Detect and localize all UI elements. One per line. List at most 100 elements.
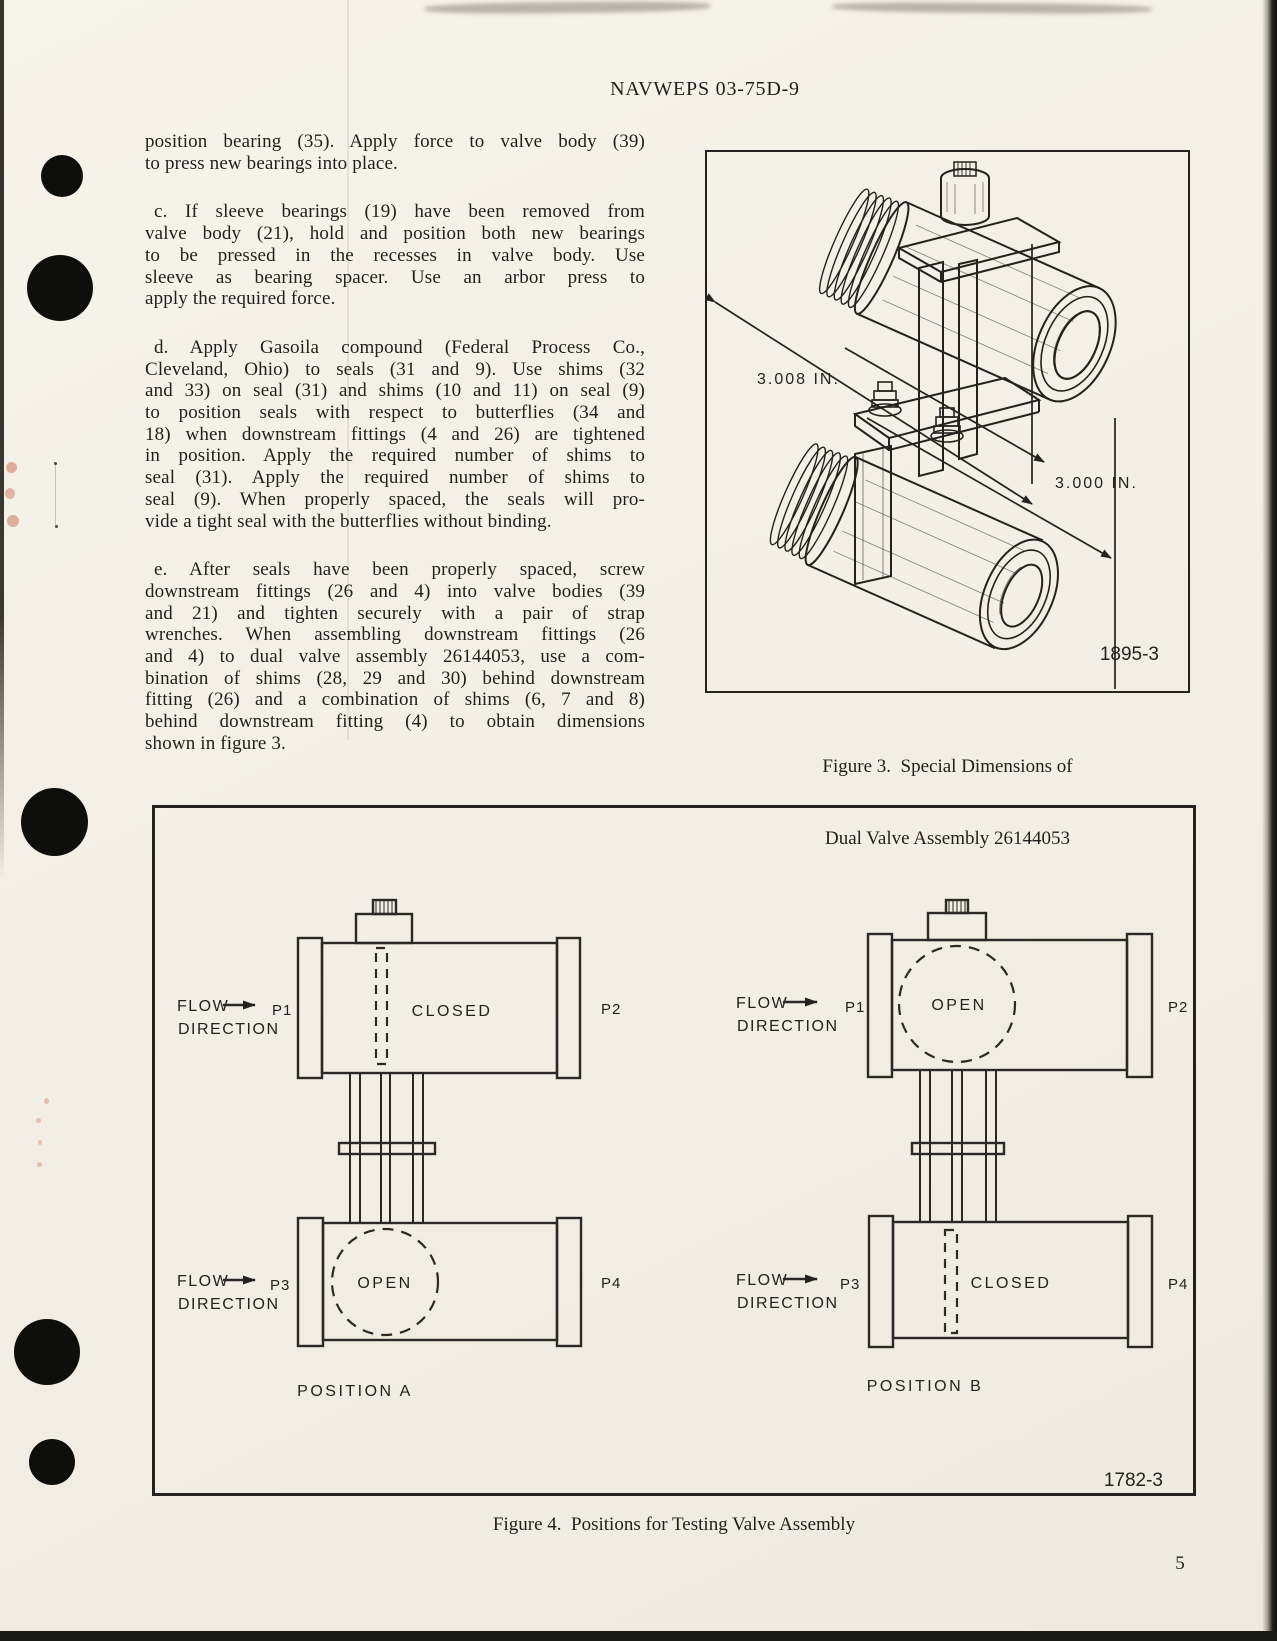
- flow-label: FLOW: [177, 998, 229, 1015]
- body-line: bination of shims (28, 29 and 30) behind…: [145, 667, 645, 689]
- port-label: P2: [601, 1001, 621, 1018]
- punch-mark: [41, 155, 83, 197]
- scan-edge-bottom: [0, 1631, 1277, 1641]
- flange: [555, 936, 582, 1080]
- figure3-caption-line2: Dual Valve Assembly 26144053: [824, 828, 1071, 849]
- body-line: Cleveland, Ohio) to seals (31 and 9). Us…: [145, 358, 645, 380]
- figure4-frame: CLOSED FLOW DIRECTION P1 P2 OPEN FLOW DI…: [152, 805, 1196, 1496]
- dimension-label-top: 3.008 IN.: [757, 371, 840, 388]
- body-line: e. After seals have been properly spaced…: [154, 559, 645, 581]
- port-label: P4: [601, 1275, 621, 1292]
- stain: [44, 1098, 49, 1104]
- position-b-diagram: OPEN FLOW DIRECTION P1 P2 CLOSED FLOW DI…: [736, 898, 1188, 1395]
- port-label: P4: [1168, 1276, 1188, 1293]
- actuator-stem: [940, 161, 990, 226]
- body-line: and 21) and tighten securely with a pair…: [145, 602, 645, 624]
- scan-smudge: [424, 0, 711, 15]
- port-label: P1: [272, 1002, 292, 1019]
- body-paragraph: position bearing (35). Apply force to va…: [145, 131, 645, 174]
- flange: [866, 932, 894, 1079]
- body-line: shown in figure 3.: [145, 732, 286, 754]
- body-line: vide a tight seal with the butterflies w…: [145, 510, 552, 532]
- page-number: 5: [1175, 1553, 1185, 1574]
- top-valve-body: [818, 188, 1117, 403]
- position-b-label: POSITION B: [867, 1378, 984, 1395]
- port-label: P3: [840, 1276, 860, 1293]
- body-line: seal (9). When properly spaced, the seal…: [145, 488, 645, 510]
- flange: [1125, 932, 1154, 1079]
- figure3-caption-line1: Figure 3. Special Dimensions of: [822, 756, 1073, 777]
- page-header: NAVWEPS 03-75D-9: [610, 78, 800, 100]
- body-line: 18) when downstream fittings (4 and 26) …: [145, 423, 645, 445]
- paper-crease: [347, 0, 349, 740]
- body-line: and 33) on seal (31) and shims (10 and 1…: [145, 380, 645, 402]
- body-paragraph: e. After seals have been properly spaced…: [145, 559, 645, 754]
- figure4-plate-number: 1782-3: [1104, 1470, 1163, 1491]
- scan-edge-left: [0, 0, 4, 880]
- butterfly-closed: [374, 946, 389, 1066]
- body-line: in position. Apply the required number o…: [145, 445, 645, 467]
- figure3-frame: 3.008 IN. 3.000 IN. 1895-3: [705, 150, 1190, 693]
- scan-edge-right: [1262, 0, 1277, 1641]
- valve-state-label: CLOSED: [971, 1275, 1052, 1292]
- dual-valve-assembly-drawing: 3.008 IN. 3.000 IN. 1895-3: [707, 161, 1159, 689]
- butterfly-open: [897, 944, 1017, 1064]
- flange: [867, 1214, 895, 1349]
- figure4-diagram: CLOSED FLOW DIRECTION P1 P2 OPEN FLOW DI…: [177, 898, 1188, 1491]
- flow-label: FLOW: [736, 1272, 788, 1289]
- stain: [55, 465, 56, 525]
- body-line: sleeve as bearing spacer. Use an arbor p…: [145, 266, 645, 288]
- direction-label: DIRECTION: [737, 1295, 839, 1312]
- body-paragraph: c. If sleeve bearings (19) have been rem…: [145, 201, 645, 310]
- connecting-struts: [919, 1070, 997, 1222]
- dimension-label-bottom: 3.000 IN.: [1055, 475, 1138, 492]
- crossbar: [910, 1141, 1006, 1156]
- valve-state-label: OPEN: [357, 1275, 412, 1292]
- valve-cap: [926, 911, 988, 942]
- body-line: to be pressed in the recesses in valve b…: [145, 244, 645, 266]
- bottom-valve-body: [769, 443, 1059, 651]
- flow-label: FLOW: [736, 995, 788, 1012]
- figure3-plate-number: 1895-3: [1100, 644, 1159, 665]
- stain: [36, 1118, 41, 1123]
- figure3-illustration: 3.008 IN. 3.000 IN. 1895-3: [707, 161, 1159, 689]
- body-line: d. Apply Gasoila compound (Federal Proce…: [154, 336, 645, 358]
- body-line: wrenches. When assembling downstream fit…: [145, 624, 645, 646]
- punch-mark: [14, 1319, 80, 1385]
- direction-label: DIRECTION: [178, 1296, 280, 1313]
- body-paragraph: d. Apply Gasoila compound (Federal Proce…: [145, 337, 645, 532]
- flange: [1126, 1214, 1154, 1349]
- valve-state-label: CLOSED: [412, 1003, 493, 1020]
- body-line: to position seals with respect to butter…: [145, 402, 645, 424]
- body-line: apply the required force.: [145, 288, 336, 310]
- flange: [296, 1216, 325, 1348]
- body-line: c. If sleeve bearings (19) have been rem…: [154, 201, 645, 223]
- actuator-plate: [896, 216, 1062, 283]
- punch-mark: [29, 1439, 75, 1485]
- port-label: P2: [1168, 999, 1188, 1016]
- crossbar: [337, 1141, 437, 1156]
- body-line: behind downstream fitting (4) to obtain …: [145, 711, 645, 733]
- body-line: position bearing (35). Apply force to va…: [145, 131, 645, 152]
- body-line: to press new bearings into place.: [145, 152, 398, 174]
- figure4-caption: Figure 4. Positions for Testing Valve As…: [492, 1514, 856, 1535]
- support-structure: [852, 258, 1042, 586]
- stain: [6, 462, 17, 473]
- body-line: and 4) to dual valve assembly 26144053, …: [145, 646, 645, 668]
- butterfly-open: [330, 1227, 440, 1337]
- direction-label: DIRECTION: [737, 1018, 839, 1035]
- flange: [296, 936, 324, 1080]
- stain: [55, 525, 58, 528]
- dimension-lines: [707, 244, 1116, 689]
- port-label: P1: [845, 999, 865, 1016]
- punch-mark: [27, 255, 93, 321]
- position-a-label: POSITION A: [297, 1383, 413, 1400]
- figure3-caption: Figure 3. Special Dimensions of Dual Val…: [705, 707, 1190, 875]
- stain: [54, 462, 57, 465]
- punch-mark: [21, 788, 88, 856]
- stain: [37, 1162, 42, 1167]
- valve-cap: [354, 912, 414, 945]
- port-label: P3: [270, 1277, 290, 1294]
- butterfly-closed: [943, 1228, 959, 1335]
